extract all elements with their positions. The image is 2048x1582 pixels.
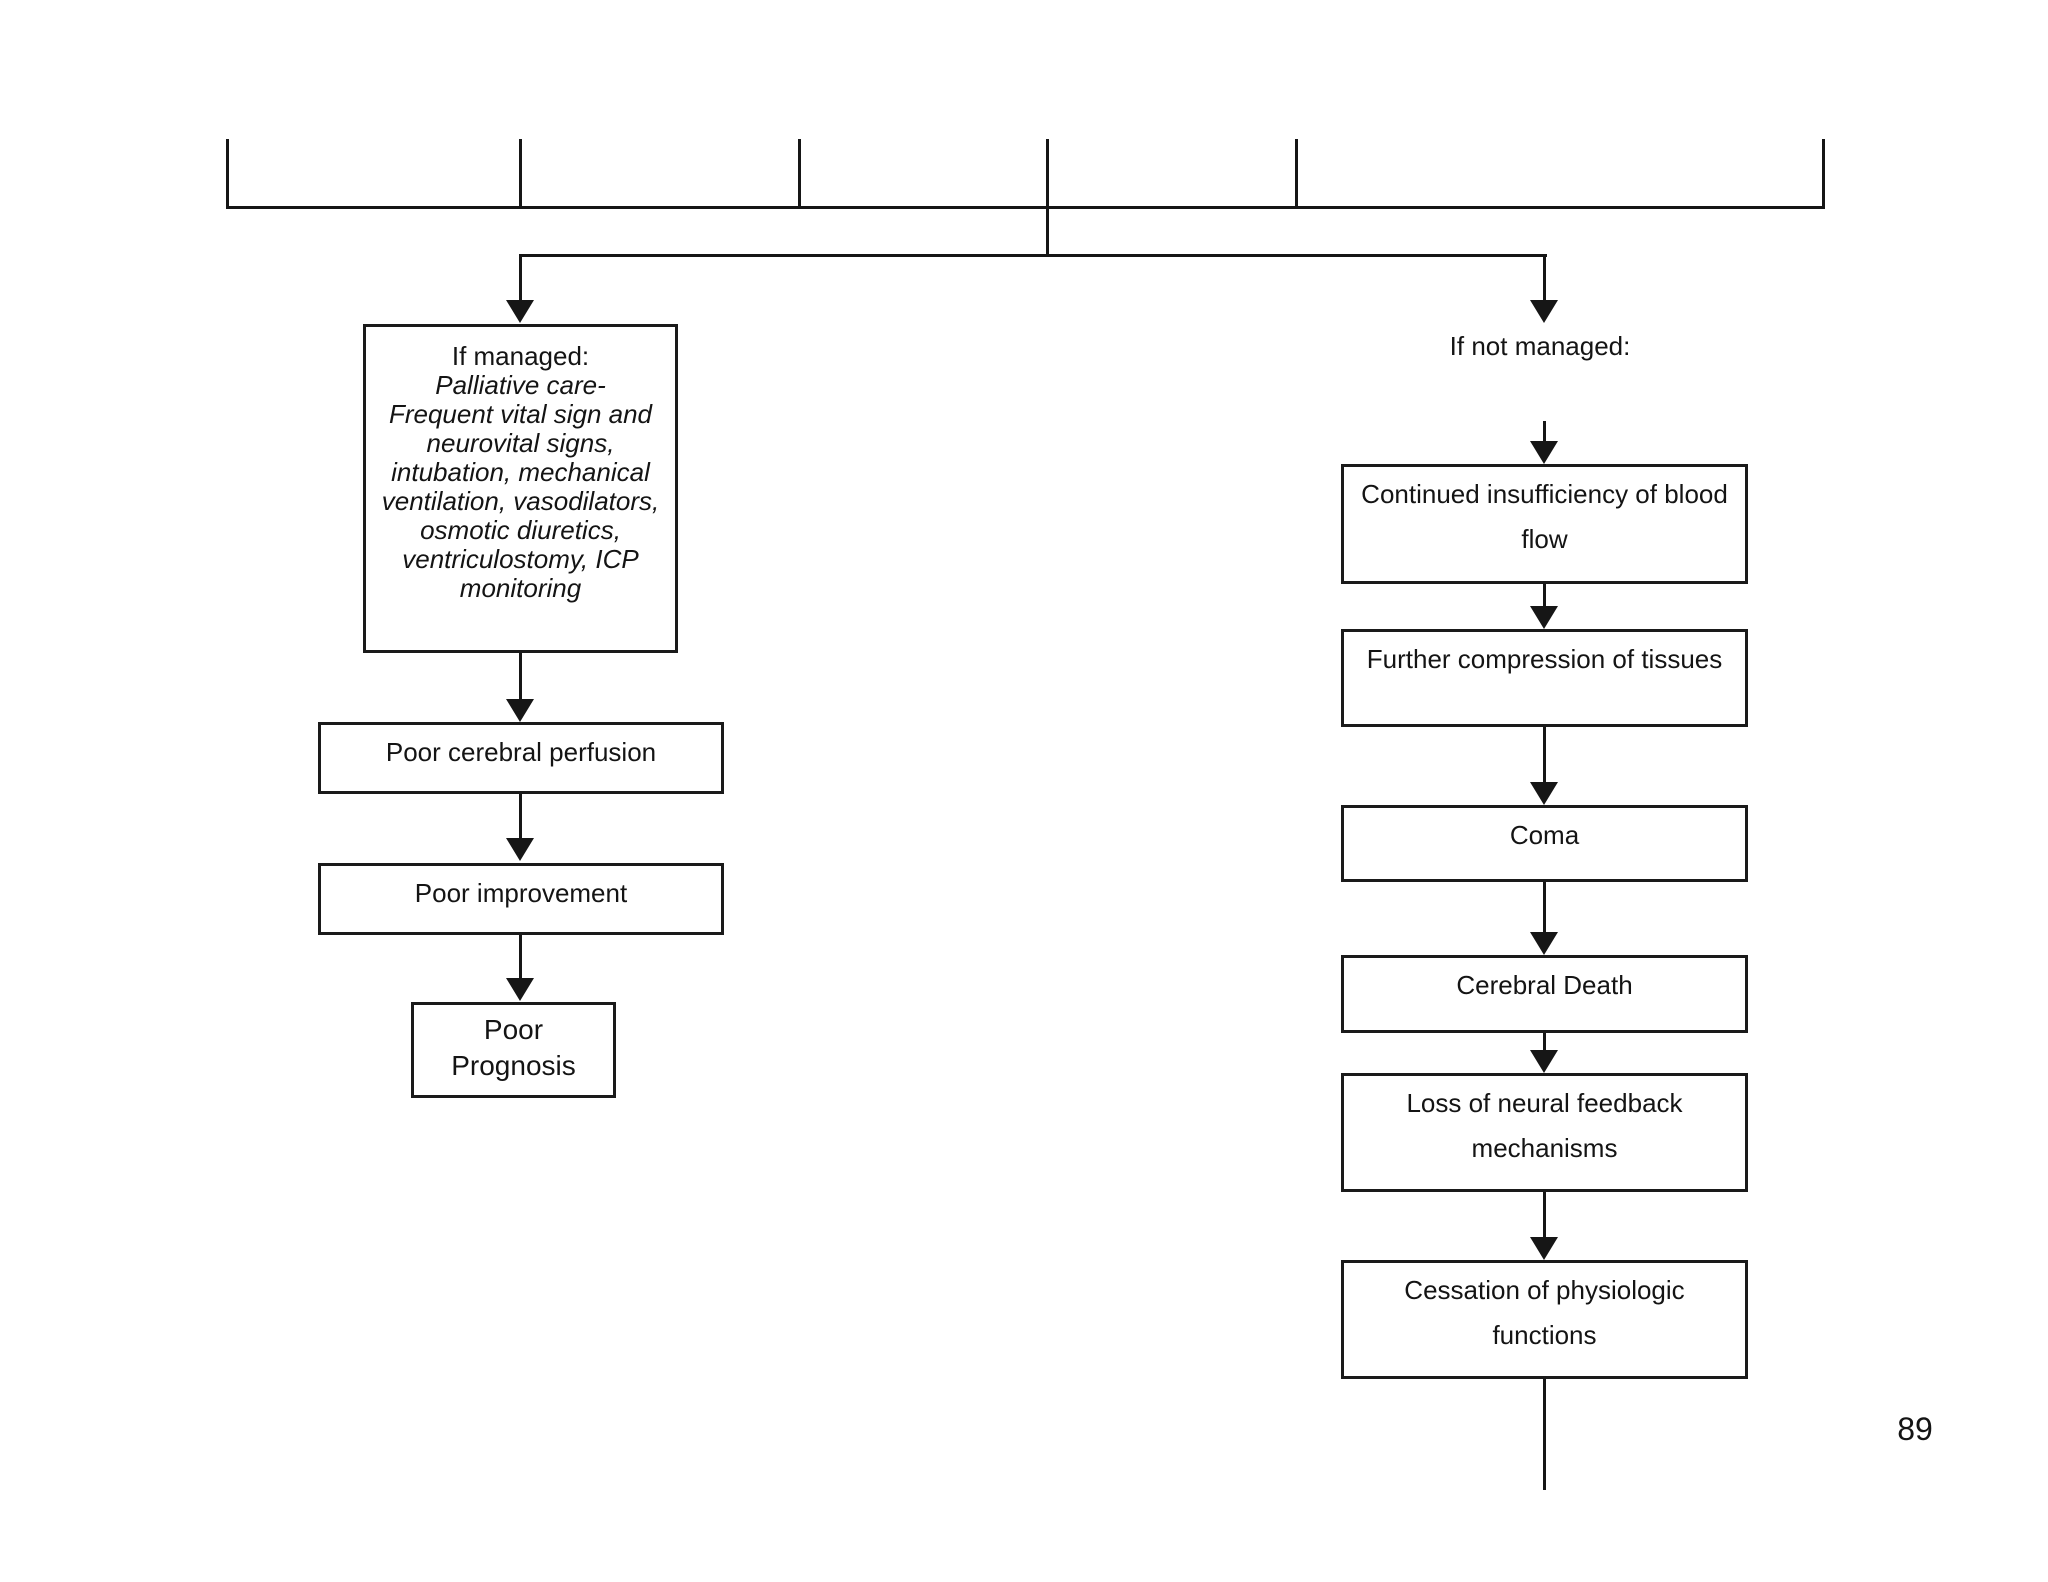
connector-line	[1543, 584, 1546, 607]
arrow-down-icon	[1530, 300, 1558, 323]
continued-insufficiency-box: Continued insufficiency of blood flow	[1341, 464, 1748, 584]
box-label: Poor cerebral perfusion	[385, 737, 657, 767]
box-label: functions	[1492, 1320, 1597, 1350]
arrow-down-icon	[1530, 932, 1558, 955]
cessation-functions-box: Cessation of physiologic functions	[1341, 1260, 1748, 1379]
managed-box-title: If managed:	[451, 341, 590, 371]
managed-box-line: Frequent vital sign and	[388, 399, 653, 429]
connector-line	[519, 794, 522, 839]
box-label: Cessation of physiologic	[1404, 1275, 1685, 1305]
connector-line	[1543, 421, 1546, 442]
managed-box-line: neurovital signs,	[426, 428, 615, 458]
coma-box: Coma	[1341, 805, 1748, 882]
poor-cerebral-perfusion-box: Poor cerebral perfusion	[318, 722, 724, 794]
further-compression-box: Further compression of tissues	[1341, 629, 1748, 727]
connector-line	[1543, 1033, 1546, 1051]
box-label: flow	[1521, 524, 1568, 554]
connector-line	[1543, 1192, 1546, 1238]
box-label: Further compression of tissues	[1366, 644, 1723, 674]
box-label: Poor	[483, 1014, 544, 1045]
managed-box: If managed: Palliative care- Frequent vi…	[363, 324, 678, 653]
connector-line	[1543, 727, 1546, 783]
arrow-down-icon	[1530, 441, 1558, 464]
arrow-down-icon	[1530, 782, 1558, 805]
managed-box-line: ventilation, vasodilators,	[381, 486, 660, 516]
box-label: Cerebral Death	[1456, 970, 1633, 1000]
managed-box-line: ventriculostomy, ICP	[402, 544, 639, 574]
box-label: Continued insufficiency of blood	[1361, 479, 1728, 509]
poor-prognosis-box: Poor Prognosis	[411, 1002, 616, 1098]
arrow-down-icon	[1530, 1050, 1558, 1073]
branch-split-line	[519, 254, 1547, 257]
cerebral-death-box: Cerebral Death	[1341, 955, 1748, 1033]
bracket-tick	[226, 139, 229, 209]
right-branch-drop-line	[1543, 254, 1546, 301]
connector-line	[519, 653, 522, 700]
connector-line	[1543, 882, 1546, 933]
managed-box-line: osmotic diuretics,	[420, 515, 621, 545]
bracket-tick	[1822, 139, 1825, 209]
arrow-down-icon	[1530, 606, 1558, 629]
arrow-down-icon	[506, 978, 534, 1001]
managed-box-line: monitoring	[459, 573, 582, 603]
arrow-down-icon	[1530, 1237, 1558, 1260]
box-label: Poor improvement	[414, 878, 628, 908]
trailing-line	[1543, 1379, 1546, 1490]
box-label: Coma	[1509, 820, 1580, 850]
arrow-down-icon	[506, 838, 534, 861]
bracket-tick	[798, 139, 801, 209]
managed-box-line: Palliative care-	[435, 370, 606, 400]
box-label: mechanisms	[1471, 1133, 1618, 1163]
left-branch-drop-line	[519, 254, 522, 301]
box-label: Prognosis	[451, 1050, 576, 1081]
box-label: Loss of neural feedback	[1406, 1088, 1683, 1118]
bracket-line	[226, 206, 1825, 209]
page-number: 89	[1897, 1411, 1933, 1447]
poor-improvement-box: Poor improvement	[318, 863, 724, 935]
bracket-tick	[1295, 139, 1298, 209]
not-managed-label: If not managed:	[1449, 331, 1631, 361]
loss-neural-feedback-box: Loss of neural feedback mechanisms	[1341, 1073, 1748, 1192]
bracket-tick	[519, 139, 522, 209]
bracket-center-connector	[1046, 139, 1049, 257]
connector-line	[519, 935, 522, 979]
arrow-down-icon	[506, 699, 534, 722]
managed-box-line: intubation, mechanical	[391, 457, 650, 487]
arrow-down-icon	[506, 300, 534, 323]
